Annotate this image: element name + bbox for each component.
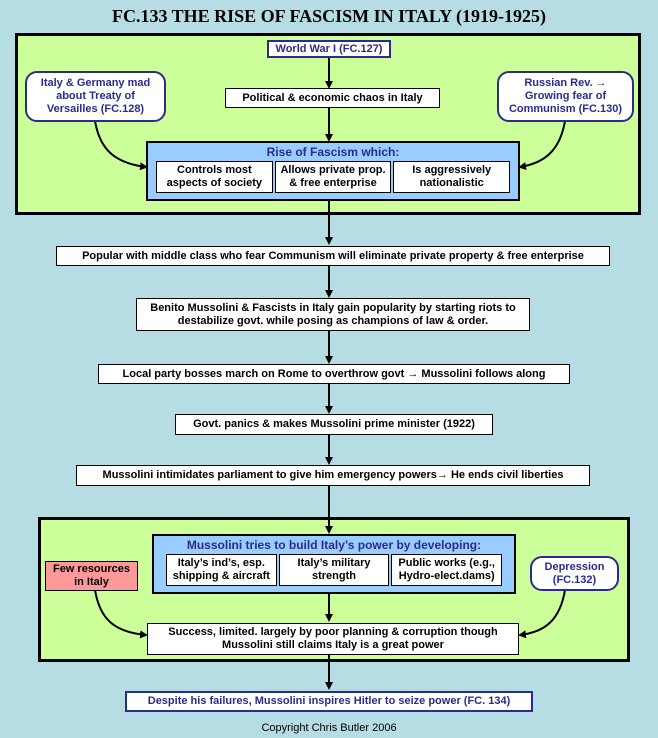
build-power-box: Mussolini tries to build Italy’s power b… xyxy=(152,534,516,594)
success-box: Success, limited. largely by poor planni… xyxy=(147,623,519,655)
few-resources-box: Few resources in Italy xyxy=(45,561,138,591)
build-heading: Mussolini tries to build Italy’s power b… xyxy=(186,538,482,552)
arrow-versailles-rise xyxy=(94,120,148,171)
ww1-box: World War I (FC.127) xyxy=(267,40,391,58)
russian-rev-box: Russian Rev. → Growing fear of Communism… xyxy=(497,71,634,122)
step-emergency-powers: Mussolini intimidates parliament to give… xyxy=(76,465,590,486)
trait-controls: Controls most aspects of society xyxy=(156,161,273,193)
copyright: Copyright Chris Butler 2006 xyxy=(261,722,397,734)
trait-nationalistic: Is aggressively nationalistic xyxy=(393,161,511,193)
area-military: Italy’s military strength xyxy=(278,554,390,586)
final-box: Despite his failures, Mussolini inspires… xyxy=(125,691,533,712)
versailles-box: Italy & Germany mad about Treaty of Vers… xyxy=(25,71,166,122)
arrow-resources-success xyxy=(94,589,148,639)
depression-box: Depression (FC.132) xyxy=(530,556,619,591)
rise-of-fascism-box: Rise of Fascism which: Controls most asp… xyxy=(146,141,520,201)
trait-private-prop: Allows private prop. & free enterprise xyxy=(274,161,392,193)
arrow-russian-rise xyxy=(518,120,566,170)
rise-heading: Rise of Fascism which: xyxy=(266,145,400,159)
area-industries: Italy’s ind’s, esp. shipping & aircraft xyxy=(166,554,277,586)
page-title: FC.133 THE RISE OF FASCISM IN ITALY (191… xyxy=(111,6,547,26)
step-prime-minister: Govt. panics & makes Mussolini prime min… xyxy=(175,414,493,435)
step-riots: Benito Mussolini & Fascists in Italy gai… xyxy=(136,298,530,331)
step-popular: Popular with middle class who fear Commu… xyxy=(56,246,610,266)
area-public-works: Public works (e.g., Hydro-elect.dams) xyxy=(391,554,503,586)
chaos-box: Political & economic chaos in Italy xyxy=(225,88,440,108)
step-march-on-rome: Local party bosses march on Rome to over… xyxy=(98,364,570,384)
arrow-depression-success xyxy=(518,589,566,639)
